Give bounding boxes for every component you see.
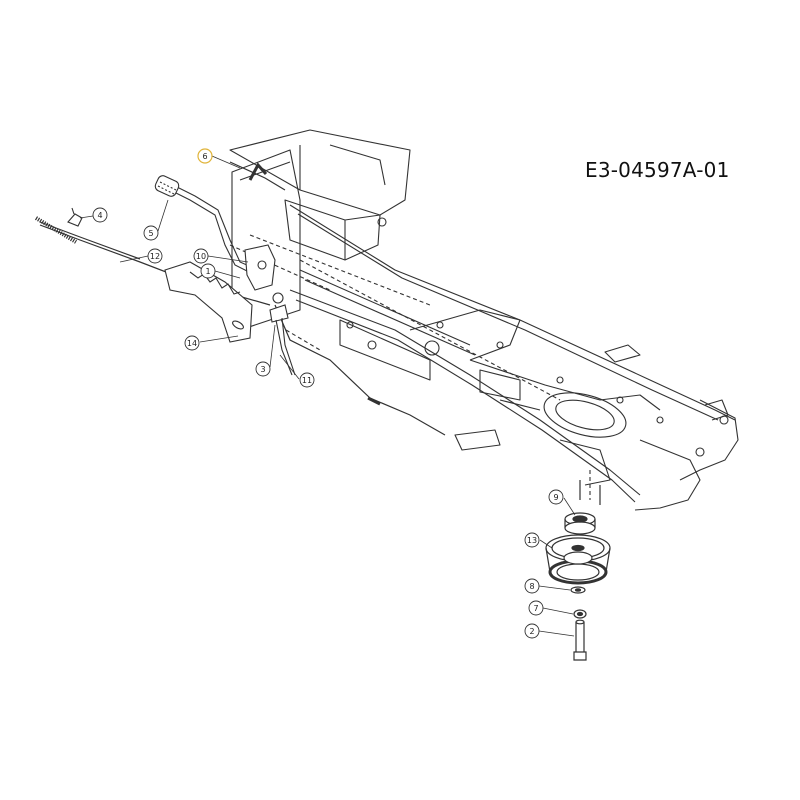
callout-10: 10 bbox=[193, 248, 209, 264]
svg-text:3: 3 bbox=[260, 365, 265, 374]
leader-lines bbox=[79, 155, 576, 637]
svg-text:6: 6 bbox=[202, 152, 207, 161]
callout-7: 7 bbox=[528, 600, 544, 616]
callout-9: 9 bbox=[548, 489, 564, 505]
callout-1: 1 bbox=[200, 263, 216, 279]
callout-3: 3 bbox=[255, 361, 271, 377]
chassis-frame bbox=[229, 129, 739, 511]
lever-knob bbox=[154, 175, 180, 197]
pulley-assembly bbox=[545, 480, 611, 661]
svg-text:9: 9 bbox=[553, 493, 558, 502]
control-bracket bbox=[244, 244, 296, 376]
document-code: E3-04597A-01 bbox=[585, 158, 730, 182]
callout-11: 11 bbox=[299, 372, 315, 388]
callout-5: 5 bbox=[143, 225, 159, 241]
callouts: 6 4 5 12 10 1 14 3 bbox=[92, 148, 564, 639]
spring-clip bbox=[67, 207, 83, 227]
callout-8: 8 bbox=[524, 578, 540, 594]
svg-text:8: 8 bbox=[529, 582, 534, 591]
callout-12: 12 bbox=[147, 248, 163, 264]
callout-4: 4 bbox=[92, 207, 108, 223]
callout-6: 6 bbox=[197, 148, 213, 164]
lever-handle bbox=[154, 175, 259, 276]
svg-text:14: 14 bbox=[187, 339, 197, 348]
callout-13: 13 bbox=[524, 532, 540, 548]
svg-text:13: 13 bbox=[527, 536, 537, 545]
svg-text:5: 5 bbox=[148, 229, 153, 238]
svg-text:1: 1 bbox=[205, 267, 210, 276]
svg-text:4: 4 bbox=[97, 211, 102, 220]
svg-text:7: 7 bbox=[533, 604, 538, 613]
svg-text:12: 12 bbox=[150, 252, 160, 261]
svg-text:2: 2 bbox=[529, 627, 534, 636]
svg-text:10: 10 bbox=[196, 252, 206, 261]
svg-text:11: 11 bbox=[302, 376, 312, 385]
callout-14: 14 bbox=[184, 335, 200, 351]
callout-2: 2 bbox=[524, 623, 540, 639]
